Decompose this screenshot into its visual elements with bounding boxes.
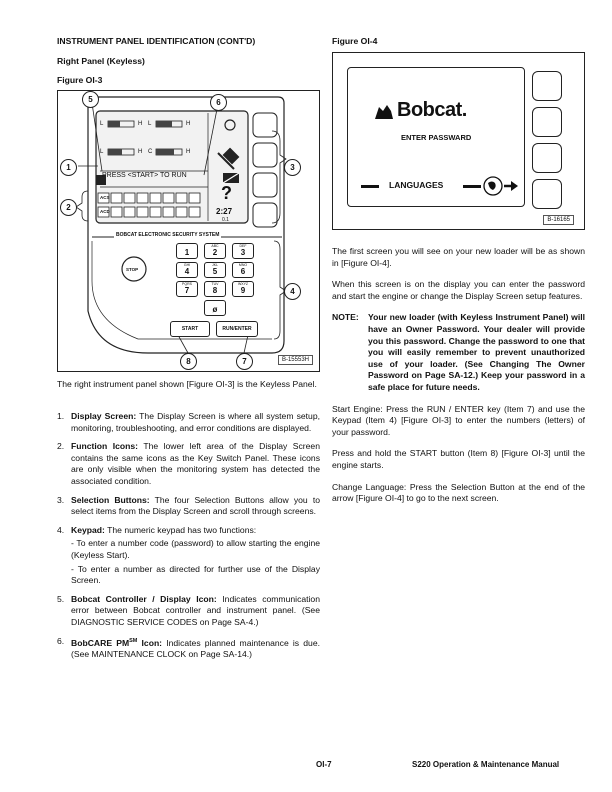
- keypad-key-letters: TUV: [211, 282, 219, 286]
- keypad-key[interactable]: ø: [204, 300, 226, 316]
- note-block: NOTE: Your new loader (with Keyless Inst…: [332, 312, 585, 393]
- keypad-key-letters: WXYZ: [237, 282, 249, 286]
- figure-oi3: L H L H L H C H PRESS <START> TO RUN ACS…: [57, 90, 320, 372]
- figure-oi4-label: Figure OI-4: [332, 36, 378, 46]
- keypad-key-letters: DEF: [239, 244, 247, 248]
- display-screen-text: PRESS <START> TO RUN: [102, 172, 187, 179]
- list-item: 5. Bobcat Controller / Display Icon: Ind…: [57, 593, 320, 627]
- dash-right: [463, 185, 481, 188]
- bobcat-brand: Bobcat.: [397, 99, 467, 121]
- list-item: 4. Keypad: The numeric keypad has two fu…: [57, 524, 320, 586]
- paragraph: When this screen is on the display you c…: [332, 279, 585, 301]
- start-button[interactable]: START: [170, 321, 210, 337]
- callout-8: 8: [180, 353, 197, 370]
- clock-sub-readout: 0.1: [222, 217, 229, 223]
- keypad-key-number: 6: [240, 267, 246, 276]
- clock-readout: 2:27: [216, 207, 233, 216]
- display-screen: [347, 67, 525, 207]
- section-title: INSTRUMENT PANEL IDENTIFICATION (CONT'D): [57, 36, 256, 46]
- icon-acs-label: ACS: [100, 195, 110, 200]
- keypad-key-number: 4: [184, 267, 190, 276]
- gauge-h-bottom-right: H: [186, 149, 191, 155]
- gauge-h-bottom-left: H: [138, 149, 143, 155]
- keypad-key-number: 2: [212, 248, 218, 257]
- keypad-key[interactable]: 1: [176, 243, 198, 259]
- intro-paragraph: The right instrument panel shown [Figure…: [57, 379, 317, 389]
- figure-oi4: Bobcat. ENTER PASSWARD LANGUAGES B-16165: [332, 52, 585, 230]
- paragraph: The first screen you will see on your ne…: [332, 246, 585, 268]
- security-system-label: BOBCAT ELECTRONIC SECURITY SYSTEM: [114, 232, 222, 238]
- list-item: 2. Function Icons: The lower left area o…: [57, 441, 320, 486]
- gauge-l-bottom-left: L: [100, 149, 104, 155]
- keypad-key-number: 1: [184, 248, 190, 257]
- run-enter-button-label: RUN/ENTER: [222, 326, 252, 332]
- list-item: 1. Display Screen: The Display Screen is…: [57, 411, 321, 433]
- globe-arrow-icon: [483, 176, 518, 196]
- selection-button-2[interactable]: [532, 107, 562, 137]
- question-icon: ?: [221, 183, 232, 203]
- gauge-c-bottom-right: C: [148, 149, 153, 155]
- bobcat-logo-icon: [375, 105, 393, 119]
- keypad-key-letters: PQRS: [182, 282, 192, 286]
- page-number: OI-7: [316, 760, 332, 769]
- paragraph: Change Language: Press the Selection But…: [332, 481, 585, 504]
- start-button-label: START: [181, 326, 199, 332]
- gauge-h-top-left: H: [138, 121, 143, 127]
- keypad-key-number: 8: [212, 286, 218, 295]
- keypad-key-number: 5: [212, 267, 218, 276]
- manual-title: S220 Operation & Maintenance Manual: [412, 760, 560, 769]
- paragraph: Press and hold the START button (Item 8)…: [332, 448, 585, 470]
- dash-left: [361, 185, 379, 188]
- keypad-key-number: 9: [240, 286, 246, 295]
- paragraph: Start Engine: Press the RUN / ENTER key …: [332, 403, 585, 437]
- keypad-key-number: 3: [240, 248, 246, 257]
- callout-7: 7: [236, 353, 253, 370]
- selection-button-4[interactable]: [532, 179, 562, 209]
- callout-1: 1: [60, 159, 77, 176]
- list-item: 3. Selection Buttons: The four Selection…: [57, 494, 320, 517]
- note-label: NOTE:: [332, 312, 359, 323]
- figure-oi3-tag: B-15553H: [277, 355, 313, 365]
- languages-label: LANGUAGES: [389, 180, 444, 190]
- note-text: Your new loader (with Keyless Instrument…: [368, 312, 585, 392]
- keyless-panel-drawing: [75, 96, 287, 354]
- keypad-key-letters: ABC: [211, 244, 219, 248]
- callout-3: 3: [284, 159, 301, 176]
- stop-button-label: STOP: [126, 267, 139, 272]
- keypad-key-letters: JKL: [211, 263, 219, 267]
- enter-password-label: ENTER PASSWARD: [401, 133, 472, 142]
- list-item: 6. BobCARE PMSM Icon: Indicates planned …: [57, 635, 320, 659]
- item-list: 1. Display Screen: The Display Screen is…: [57, 411, 320, 668]
- keypad-key-letters: MNO: [238, 263, 248, 267]
- right-text: The first screen you will see on your ne…: [332, 246, 585, 515]
- callout-5: 5: [82, 91, 99, 108]
- figure-oi4-tag: B-16165: [543, 215, 574, 225]
- keypad-key-number: 7: [184, 286, 190, 295]
- keypad-key-number: ø: [212, 305, 218, 314]
- run-enter-button[interactable]: RUN/ENTER: [216, 321, 258, 337]
- gauge-l-top-left: L: [100, 121, 104, 127]
- icon-acd-label: ACD: [100, 209, 110, 214]
- callout-6: 6: [210, 94, 227, 111]
- callout-2: 2: [60, 199, 77, 216]
- callout-4: 4: [284, 283, 301, 300]
- gauge-l-top-right: L: [148, 121, 152, 127]
- selection-button-1[interactable]: [532, 71, 562, 101]
- keypad-key-letters: GHI: [183, 263, 191, 267]
- selection-button-3[interactable]: [532, 143, 562, 173]
- gauge-h-top-right: H: [186, 121, 191, 127]
- figure-oi3-label: Figure OI-3: [57, 75, 103, 85]
- subtitle: Right Panel (Keyless): [57, 56, 145, 66]
